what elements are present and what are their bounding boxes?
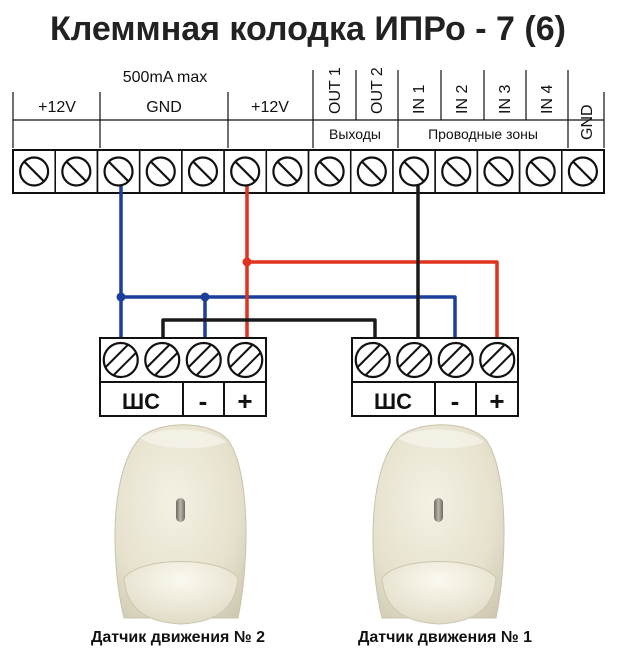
terminal-strip-active-screws (103, 156, 430, 187)
column-out1: OUT 1 (327, 67, 344, 114)
sensor-1-screws (354, 341, 516, 379)
junction-ground-2 (200, 292, 210, 302)
sensor-screw-icon (102, 341, 139, 379)
column-in4: IN 4 (539, 85, 556, 114)
terminal-screw-icon (483, 156, 514, 187)
terminal-screw-icon (19, 156, 50, 187)
sensor-2-lens (123, 561, 239, 625)
column-out2: OUT 2 (369, 67, 386, 114)
sensor-2-minus-label: - (199, 386, 208, 416)
terminal-screw-icon (230, 156, 261, 187)
sensor-1-loop-label: ШС (374, 389, 412, 414)
wires (116, 170, 499, 349)
column-in2: IN 2 (454, 85, 471, 114)
sensor-screw-icon (437, 341, 474, 379)
group-wired-zones-label: Проводные зоны (428, 126, 538, 142)
sensor-1-led-window (434, 498, 443, 522)
column-plus12v-right: +12V (251, 99, 289, 116)
terminal-screw-icon (567, 156, 598, 187)
wire-ground-panel (119, 170, 457, 349)
current-limit-note: 500mA max (123, 69, 207, 86)
sensor-screw-icon (396, 341, 433, 379)
sensor-screw-icon (144, 341, 181, 379)
column-gnd: GND (146, 99, 182, 116)
sensor-2-loop-label: ШС (122, 389, 160, 414)
sensor-1: ШС - + (351, 337, 519, 625)
junction-power (242, 257, 252, 267)
terminal-cell (561, 149, 605, 194)
column-plus12v-left: +12V (38, 99, 76, 116)
terminal-screw-icon (525, 156, 556, 187)
sensor-1-minus-label: - (451, 386, 460, 416)
sensor-screw-icon (227, 341, 264, 379)
sensor-screw-icon (479, 341, 516, 379)
terminal-screw-icon (145, 156, 176, 187)
wire-power-panel (245, 170, 499, 349)
terminal-screw-icon (356, 156, 387, 187)
sensor-2-screws (102, 341, 264, 379)
diagram-title: Клеммная колодка ИПРо - 7 (6) (50, 10, 566, 48)
terminal-screw-icon (103, 156, 134, 187)
terminal-screw-icon (441, 156, 472, 187)
sensor-2-detector-body (114, 424, 247, 625)
sensor-2: ШС - + (99, 337, 267, 625)
sensor-1-lens (381, 561, 497, 625)
group-outputs-label: Выходы (329, 126, 381, 142)
sensor-2-caption: Датчик движения № 2 (91, 629, 265, 646)
terminal-screw-icon (187, 156, 219, 187)
column-in3: IN 3 (497, 85, 514, 114)
terminal-header (12, 70, 605, 148)
terminal-screw-icon (272, 156, 303, 187)
sensor-1-detector-body (372, 424, 505, 625)
terminal-strip-screws (12, 149, 605, 194)
wire-loop-jumper (161, 318, 377, 349)
sensor-screw-icon (185, 341, 222, 379)
column-in1: IN 1 (411, 85, 428, 114)
terminal-screw-icon (398, 156, 430, 187)
terminal-screw-icon (314, 156, 345, 187)
sensor-1-caption: Датчик движения № 1 (358, 629, 532, 646)
junction-ground-1 (116, 292, 126, 302)
sensor-2-led-window (176, 498, 185, 522)
column-gnd-last: GND (579, 104, 596, 140)
sensor-2-plus-label: + (237, 386, 252, 416)
sensor-1-plus-label: + (489, 386, 504, 416)
terminal-screw-icon (61, 156, 92, 187)
sensor-screw-icon (354, 341, 391, 379)
